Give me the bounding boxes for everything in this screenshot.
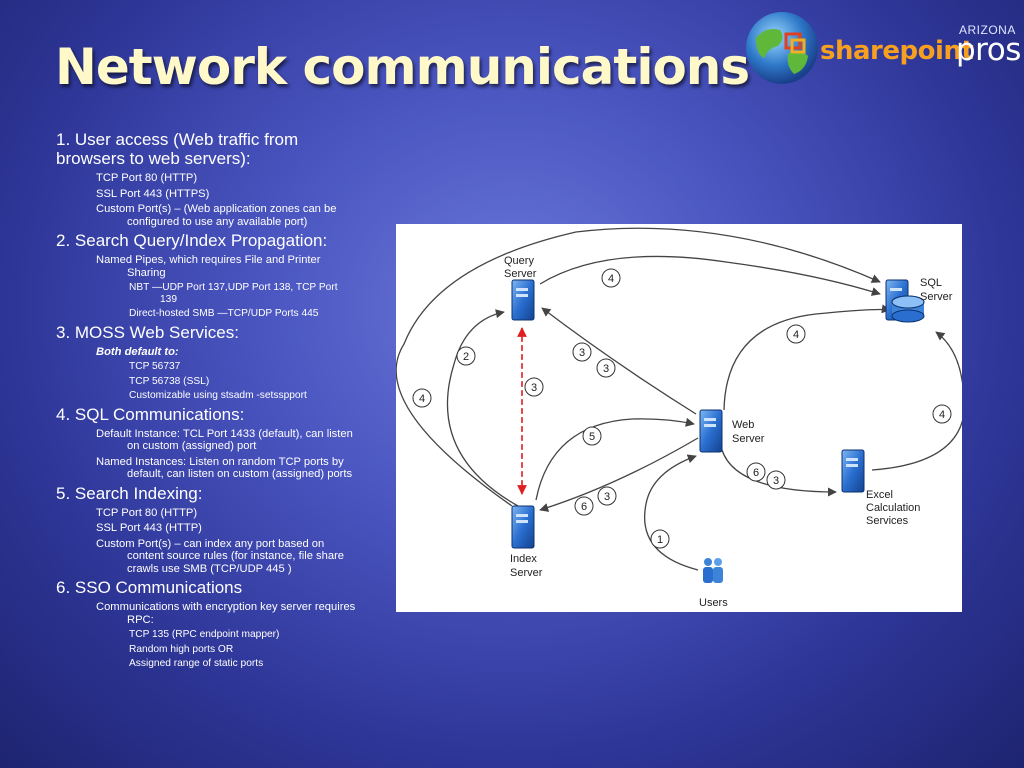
edge-number-label: 3 [579,347,585,359]
outline-item: SSL Port 443 (HTTPS) [96,187,210,200]
node-label-sql-line2: Server [920,291,953,303]
edge-number-label: 4 [793,329,799,341]
edge-number-badge: 4 [786,324,806,344]
edge-query-to-sql [539,255,881,296]
edge-number-label: 4 [608,273,614,285]
edge-excel-to-sql [871,331,962,471]
outline-item: TCP Port 80 (HTTP) [96,172,198,184]
outline-item: Default Instance: TCL Port 1433 (default… [96,427,353,453]
edge-number-badge: 3 [572,342,592,362]
server-icon-web [699,409,723,453]
edge-number-label: 5 [589,431,595,443]
server-icon-index [511,505,535,549]
outline-item: Direct-hosted SMB —TCP/UDP Ports 445 [129,308,319,319]
outline-heading: 2. Search Query/Index Propagation: [56,231,328,250]
outline-item: Custom Port(s) – (Web application zones … [96,203,337,228]
logo-text-pros: pros [956,32,1021,68]
edge-number-badge: 4 [932,404,952,424]
node-label-excel-line2: Calculation [866,502,920,514]
edge-number-badge: 6 [746,462,766,482]
network-diagram-svg: Query Server SQL Server Web Server Index… [396,227,962,609]
edge-number-badge: 4 [601,268,621,288]
outline-item: TCP 135 (RPC endpoint mapper) [129,629,280,640]
outline-item: Named Pipes, which requires File and Pri… [96,254,321,279]
outline-heading: 5. Search Indexing: [56,483,203,503]
globe-icon [746,12,818,84]
outline-heading: 1. User access (Web traffic from browser… [56,130,299,168]
edge-number-badge: 3 [596,358,616,378]
logo-text-region: ARIZONA [959,23,1016,37]
edge-number-label: 3 [603,363,609,375]
outline-heading: 4. SQL Communications: [56,404,245,424]
edge-web-to-query [541,307,697,415]
edge-number-label: 6 [753,467,759,479]
edge-number-badge: 4 [412,388,432,408]
edge-number-label: 1 [657,534,663,546]
edge-users-to-web [644,454,699,571]
edge-number-badge: 1 [650,529,670,549]
edge-number-badge: 3 [524,377,544,397]
node-label-index-line1: Index [510,553,537,565]
edge-web-to-excel [721,449,837,497]
node-label-query-line1: Query [504,255,534,267]
edge-index-to-sql [396,227,881,507]
network-diagram: Query Server SQL Server Web Server Index… [396,224,962,612]
outline-item: Custom Port(s) – can index any port base… [96,537,345,575]
edge-number-badge: 3 [766,470,786,490]
outline-item: Random high ports OR [129,643,234,655]
node-label-users: Users [699,597,728,609]
outline-item: TCP Port 80 (HTTP) [96,506,198,519]
edge-number-badge: 6 [574,496,594,516]
edge-web-to-sql [723,304,891,411]
logo-text-sharepoint: sharepoint [820,36,974,66]
server-icon-query [511,279,535,321]
edge-web-to-index [539,437,699,512]
edge-number-label: 4 [939,409,945,421]
outline-item: Assigned range of static ports [129,658,264,669]
edge-number-badge: 5 [582,426,602,446]
edge-number-label: 3 [773,475,779,487]
outline-item: Both default to: [96,345,179,358]
node-label-query-line2: Server [504,268,537,280]
outline-heading: 3. MOSS Web Services: [56,322,239,342]
server-icon-excel [841,449,865,493]
node-label-web-line1: Web [732,419,754,431]
edge-number-label: 4 [419,393,425,405]
outline-item: TCP 56738 (SSL) [129,375,210,387]
edge-index-to-web [535,417,695,501]
server-icon-sql [885,279,925,323]
node-label-web-line2: Server [732,433,765,445]
slide-title: Network communications [55,38,750,96]
node-label-excel-line1: Excel [866,489,893,501]
users-icon [703,558,723,583]
outline-item: TCP 56737 [129,361,181,372]
outline-item: SSL Port 443 (HTTP) [96,522,202,534]
edge-index-to-query [446,309,519,507]
edge-number-label: 2 [463,351,469,363]
node-label-index-line2: Server [510,567,543,579]
brand-logo: sharepoint pros ARIZONA [742,8,1021,88]
node-label-sql-line1: SQL [920,277,942,289]
edge-number-label: 6 [581,501,587,513]
edge-number-label: 3 [531,382,537,394]
edge-number-badge: 2 [456,346,476,366]
outline-item: Named Instances: Listen on random TCP po… [96,455,353,481]
edge-number-badge: 3 [597,486,617,506]
node-label-excel-line3: Services [866,515,909,527]
outline-item: Customizable using stsadm -setsspport [129,390,307,401]
edge-number-label: 3 [604,491,610,503]
bullet-outline: 1. User access (Web traffic from browser… [56,130,356,673]
outline-heading: 6. SSO Communications [56,578,243,597]
outline-item: NBT —UDP Port 137,UDP Port 138, TCP Port… [129,282,338,305]
outline-item: Communications with encryption key serve… [96,601,356,626]
